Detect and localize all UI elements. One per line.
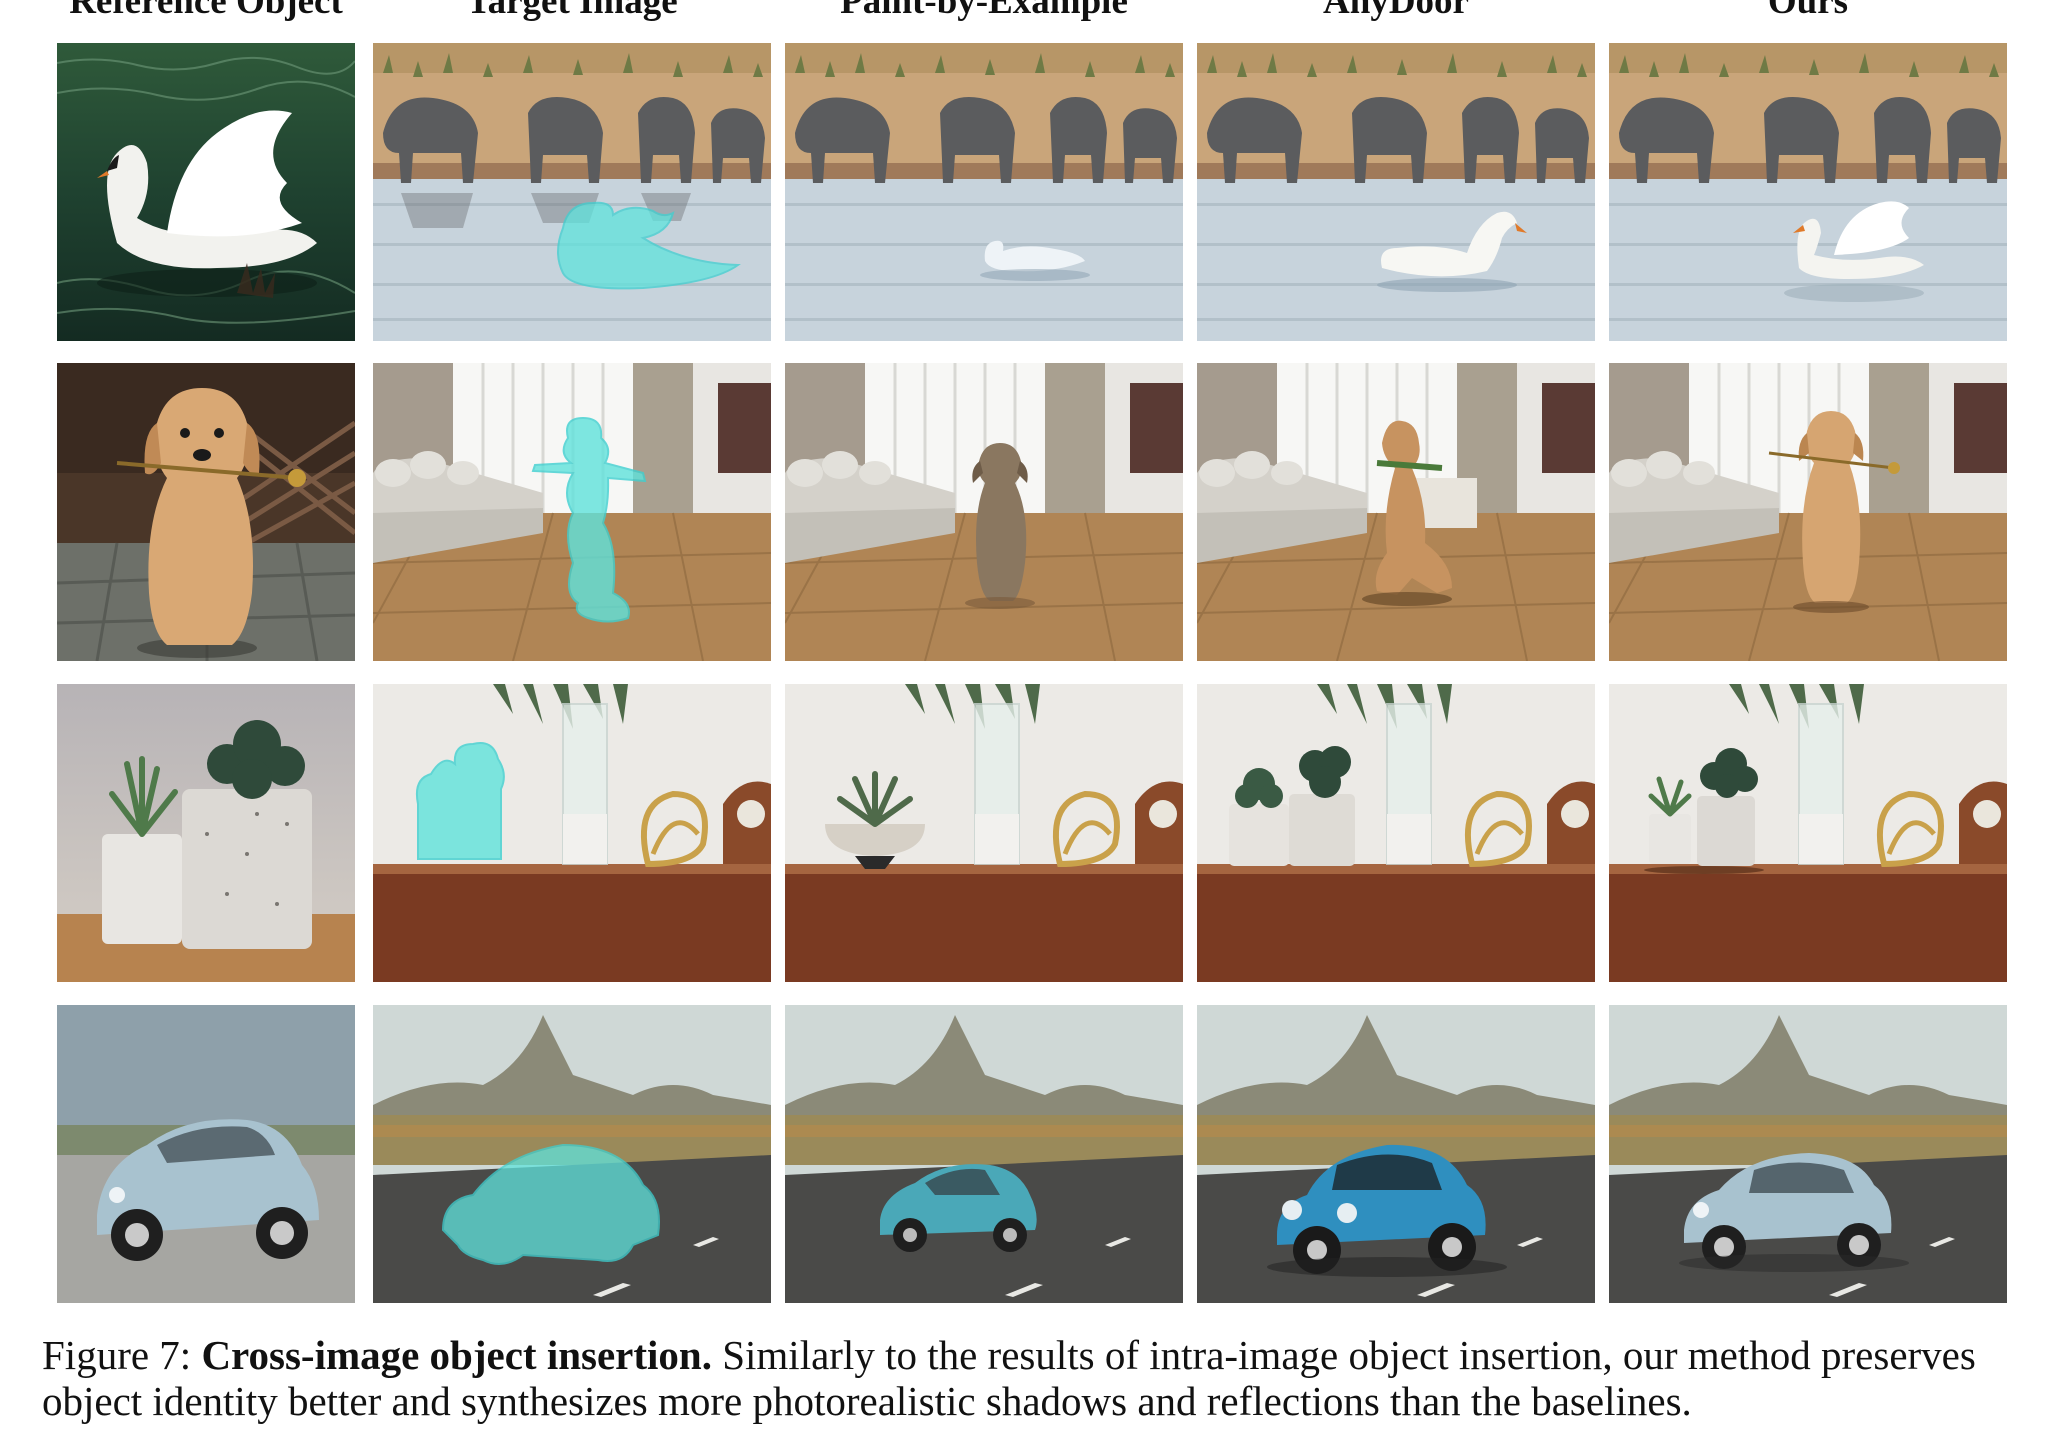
row2-anydoor xyxy=(1197,363,1595,661)
row3-anydoor xyxy=(1197,684,1595,982)
column-headers: Reference Object Target Image Paint-by-E… xyxy=(0,0,2064,28)
row2-paint-by-example xyxy=(785,363,1183,661)
row4-anydoor xyxy=(1197,1005,1595,1303)
row4-target-desert-road xyxy=(373,1005,771,1303)
row3-paint-by-example xyxy=(785,684,1183,982)
caption-text: Similarly to the results of intra-image … xyxy=(42,1332,1976,1424)
column-header-ours: Ours xyxy=(1767,0,1849,22)
caption-title: Cross-image object insertion. xyxy=(201,1332,712,1378)
row1-paint-by-example xyxy=(785,43,1183,341)
column-header-anydoor: AnyDoor xyxy=(1323,0,1469,22)
row3-target-sideboard xyxy=(373,684,771,982)
row1-ours xyxy=(1609,43,2007,341)
row3-reference-plants xyxy=(57,684,355,982)
column-header-paint-by-example: Paint-by-Example xyxy=(840,0,1128,22)
figure-caption: Figure 7: Cross-image object insertion. … xyxy=(42,1332,2032,1424)
row2-reference-dog xyxy=(57,363,355,661)
row1-target-elephants xyxy=(373,43,771,341)
column-header-reference: Reference Object xyxy=(69,0,343,22)
row2-ours xyxy=(1609,363,2007,661)
row2-target-living-room xyxy=(373,363,771,661)
row1-reference-swan xyxy=(57,43,355,341)
row4-paint-by-example xyxy=(785,1005,1183,1303)
row4-ours xyxy=(1609,1005,2007,1303)
row4-reference-car xyxy=(57,1005,355,1303)
row1-anydoor xyxy=(1197,43,1595,341)
caption-figure-label: Figure 7: xyxy=(42,1332,192,1378)
row3-ours xyxy=(1609,684,2007,982)
column-header-target: Target Image xyxy=(466,0,678,22)
